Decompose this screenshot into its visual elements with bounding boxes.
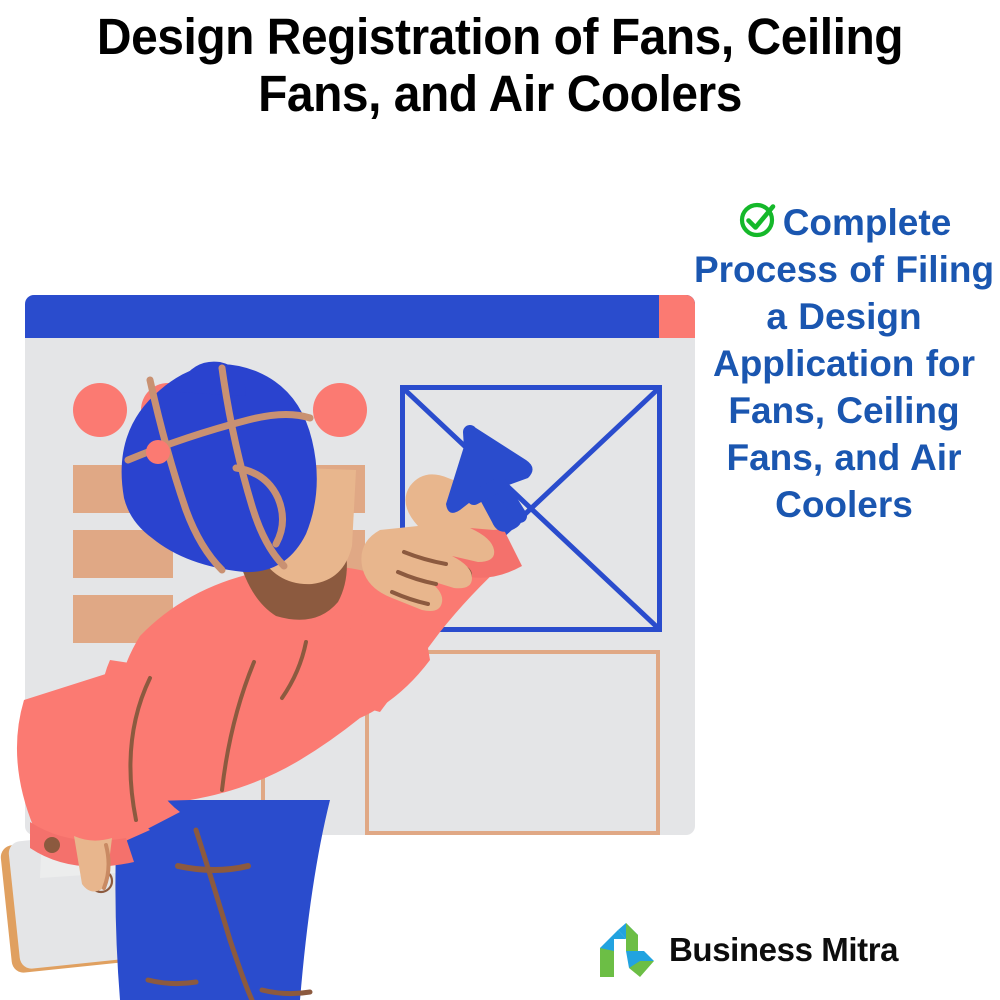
content-bar-right-3	[268, 595, 365, 643]
brand-logo[interactable]: Business Mitra	[596, 921, 899, 979]
page-title: Design Registration of Fans, Ceiling Fan…	[30, 8, 970, 122]
content-bar-left-3	[73, 595, 173, 643]
content-bar-left-1	[73, 465, 173, 513]
circle-dot-3	[223, 383, 277, 437]
image-placeholder-box[interactable]	[400, 385, 662, 632]
window-titlebar	[25, 295, 695, 338]
page-title-line-1: Design Registration of Fans, Ceiling	[96, 8, 904, 65]
circle-dot-1	[73, 383, 127, 437]
circle-dot-4	[313, 383, 367, 437]
callout-text: Complete Process of Filing a Design Appl…	[693, 202, 995, 525]
content-bar-right-1	[268, 465, 365, 513]
window-titlebar-accent	[659, 295, 695, 338]
content-bar-right-2	[268, 530, 365, 578]
outline-rect-large	[365, 650, 660, 835]
brand-name: Business Mitra	[669, 931, 899, 968]
outline-rect-small	[113, 707, 265, 835]
check-circle-icon	[737, 198, 779, 240]
business-mitra-logo-mark	[600, 923, 654, 977]
content-bar-left-2	[73, 530, 173, 578]
callout-block: Complete Process of Filing a Design Appl…	[688, 198, 1000, 529]
tablet-device	[0, 831, 138, 973]
page-title-line-2: Fans, and Air Coolers	[258, 65, 742, 123]
circle-dot-2	[141, 383, 195, 437]
